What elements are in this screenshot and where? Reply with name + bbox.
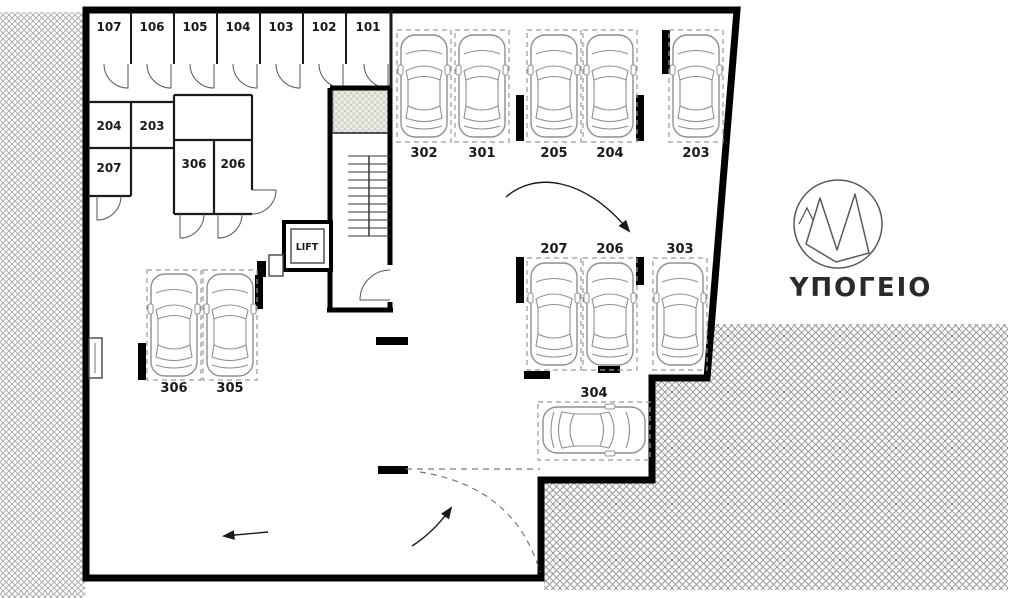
parking-bay-306 [146,269,202,381]
car-icon [203,273,257,377]
parking-label-305: 305 [216,381,243,396]
parking-bay-304 [537,401,651,461]
shaft-hatch [332,89,389,134]
plan-logo [793,179,883,269]
car-icon [455,34,509,138]
parking-label-302: 302 [410,146,437,161]
left-terrain-hatch [0,12,85,598]
parking-bays [146,29,724,461]
car-icon [583,34,637,138]
storage-room-walls [130,10,393,88]
parking-label-205: 205 [540,146,567,161]
storage-label-103: 103 [268,20,293,34]
lift-side-box [268,254,284,277]
parking-bay-204 [582,29,638,143]
logo-mark-icon [805,193,870,263]
car-icon [527,34,581,138]
storage-label-105: 105 [182,20,207,34]
parking-bay-302 [396,29,452,143]
room-label-206: 206 [220,157,245,171]
car-icon [669,34,723,138]
storage-label-102: 102 [311,20,336,34]
storage-room-labels: 107 106 105 104 103 102 101 [96,20,380,34]
parking-label-204: 204 [596,146,623,161]
left-room-walls [88,93,254,216]
pillar-stubs [138,30,670,474]
car-icon [527,262,581,366]
left-room-doors [96,189,277,239]
car-icon [583,262,637,366]
storage-label-104: 104 [225,20,250,34]
parking-label-303: 303 [666,242,693,257]
room-label-204: 204 [96,119,121,133]
parking-bay-205 [526,29,582,143]
basement-title: ΥΠΟΓΕΙΟ [789,273,933,303]
car-icon [542,403,646,457]
lift-label: LIFT [296,242,319,253]
stair-door [359,269,391,301]
parking-label-306: 306 [160,381,187,396]
car-icon [397,34,451,138]
drive-arrow-upper [505,181,631,233]
room-label-207: 207 [96,161,121,175]
drive-arrow-ramp [411,506,453,547]
parking-bay-301 [454,29,510,143]
storage-label-107: 107 [96,20,121,34]
logo-circle [793,179,883,269]
storage-label-101: 101 [355,20,380,34]
parking-label-203: 203 [682,146,709,161]
left-room-labels: 204 203 207 306 206 [96,119,245,175]
parking-labels: 302 301 205 204 203 207 206 303 306 305 … [160,146,709,401]
stair-treads [348,155,390,237]
car-icon [653,262,707,366]
logo-accent-icon [798,206,814,225]
parking-label-207: 207 [540,242,567,257]
terrain-hatch-area [544,324,1008,590]
ramp-guides [406,468,541,573]
parking-bay-207 [526,257,582,371]
parking-bay-305 [202,269,258,381]
stair-walls [327,85,393,313]
parking-bay-203 [668,29,724,143]
parking-bay-206 [582,257,638,371]
parking-label-301: 301 [468,146,495,161]
car-icon [147,273,201,377]
room-label-203: 203 [139,119,164,133]
drive-arrow-exit [221,530,269,540]
parking-label-206: 206 [596,242,623,257]
meter-box [88,337,103,379]
storage-label-106: 106 [139,20,164,34]
parking-label-304: 304 [580,386,607,401]
stair-core: LIFT [257,85,393,313]
direction-arrows [221,181,631,547]
wall-stub [257,261,266,277]
room-label-306: 306 [181,157,206,171]
lift-cab [290,228,325,264]
parking-bay-303 [652,257,708,371]
